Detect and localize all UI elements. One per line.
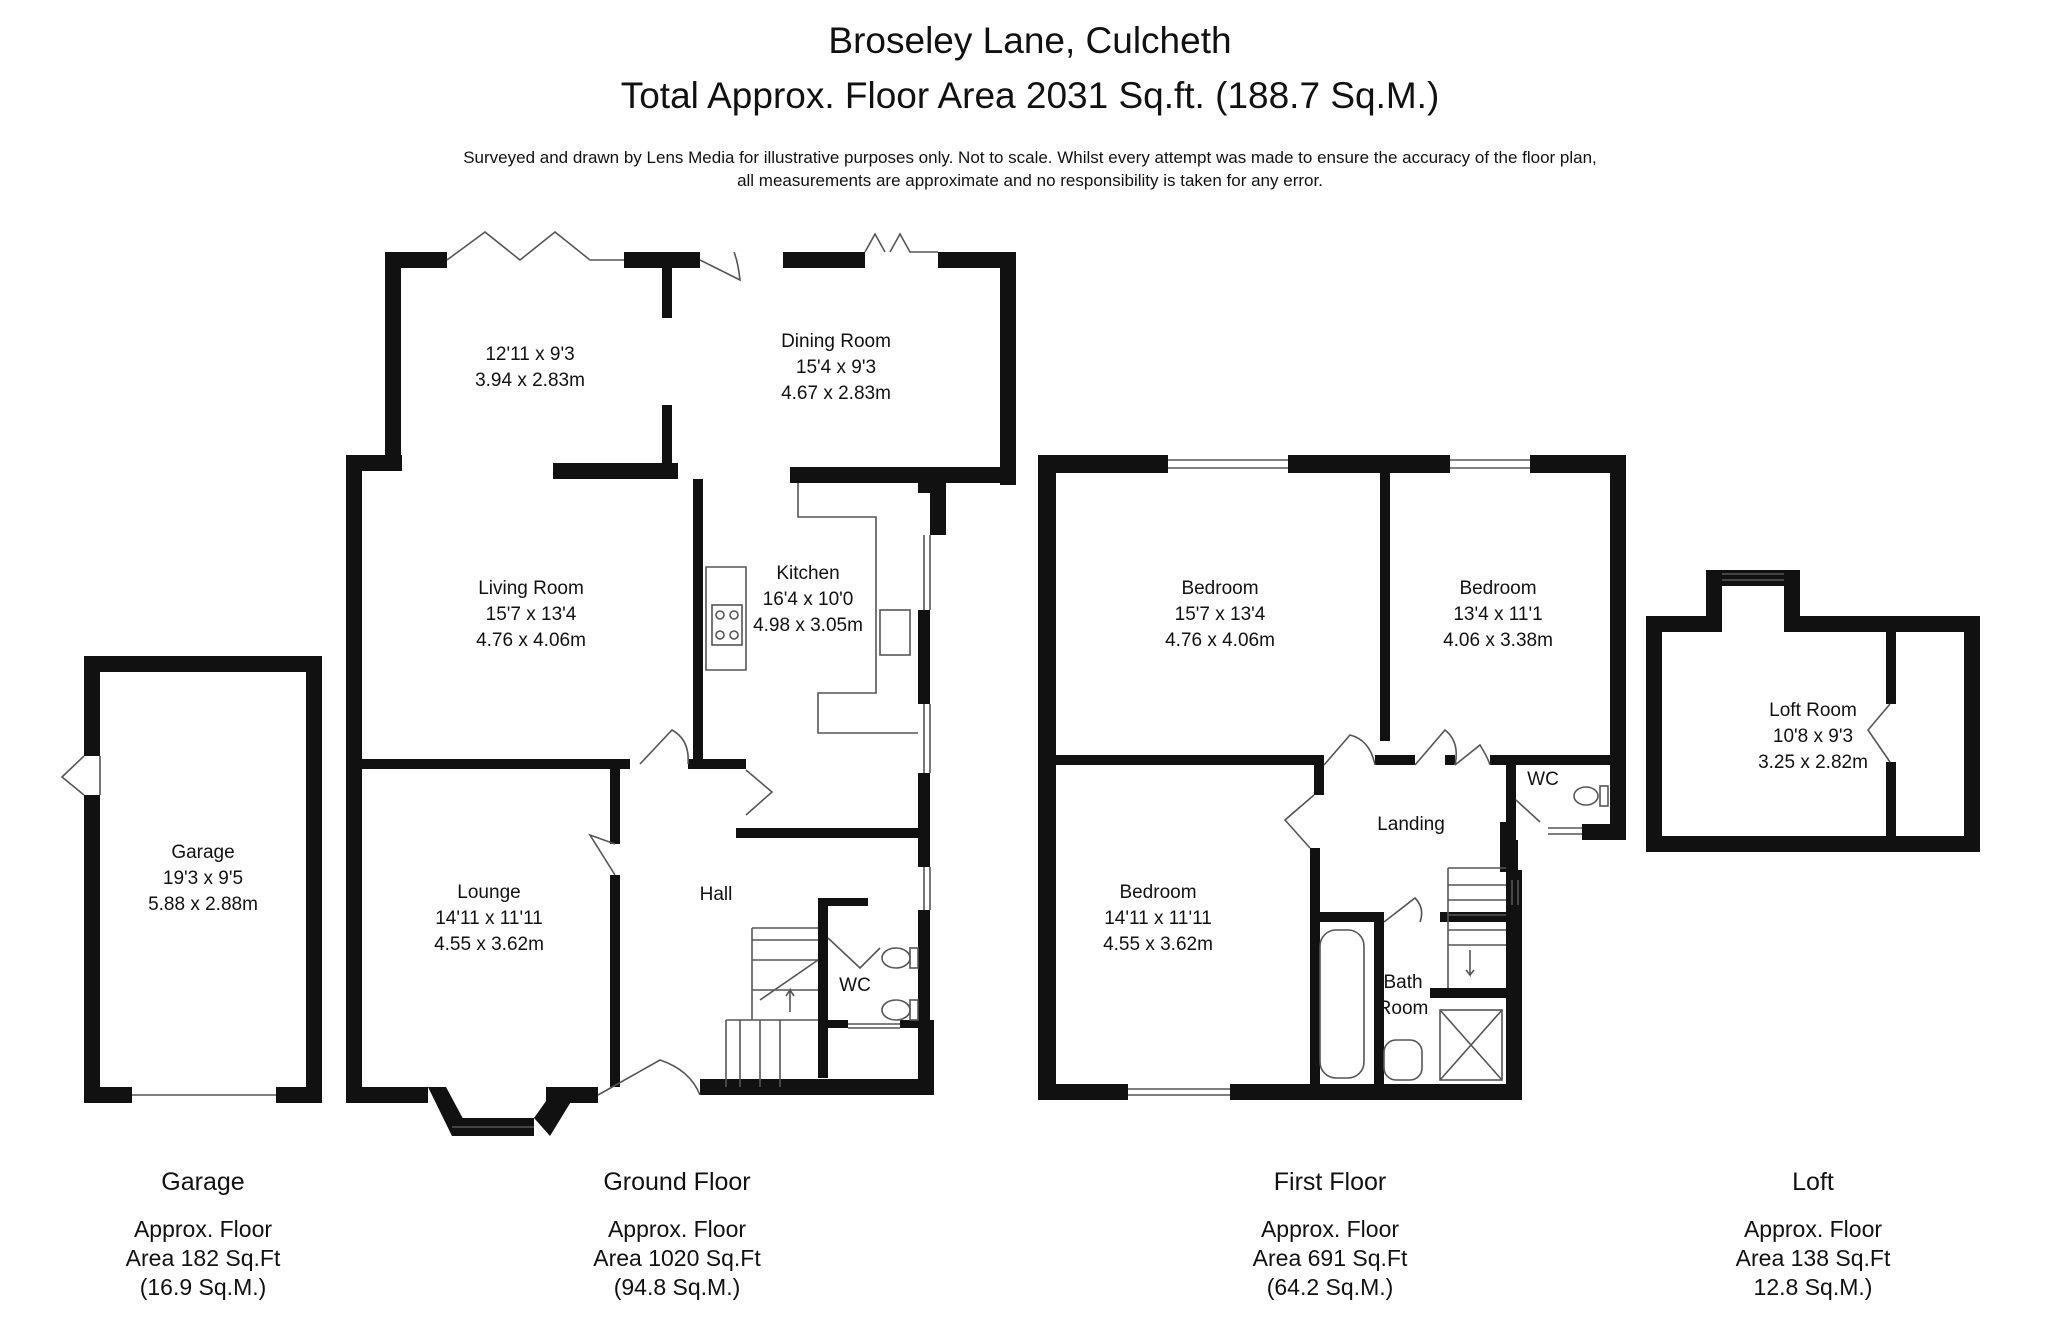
hall-label: Hall bbox=[700, 882, 733, 908]
room-size-imperial: 14'11 x 11'11 bbox=[435, 908, 543, 929]
room-name: WC bbox=[1527, 769, 1559, 790]
first-wc-label: WC bbox=[1527, 767, 1559, 793]
floor-label: Garage bbox=[161, 1168, 245, 1196]
total-area: Total Approx. Floor Area 2031 Sq.ft. (18… bbox=[620, 75, 1440, 116]
room-size-imperial: 15'7 x 13'4 bbox=[485, 604, 577, 625]
room-size-metric: 4.98 x 3.05m bbox=[753, 615, 863, 636]
room-size-imperial: 13'4 x 11'1 bbox=[1453, 604, 1543, 625]
disclaimer-line-1: Surveyed and drawn by Lens Media for ill… bbox=[463, 148, 1597, 167]
area-line-1: Approx. Floor bbox=[133, 1216, 273, 1242]
bedroom-2-label: Bedroom 13'4 x 11'1 4.06 x 3.38m bbox=[1443, 576, 1553, 654]
landing-label: Landing bbox=[1377, 812, 1445, 838]
area-line-3: (94.8 Sq.M.) bbox=[613, 1274, 741, 1300]
ground-floor-summary: Ground Floor Approx. Floor Area 1020 Sq.… bbox=[593, 1168, 761, 1302]
room-name: Bedroom bbox=[1181, 578, 1259, 599]
room-size-metric: 3.94 x 2.83m bbox=[475, 370, 585, 391]
room-size-metric: 4.06 x 3.38m bbox=[1443, 630, 1553, 651]
room-size-metric: 4.55 x 3.62m bbox=[434, 934, 544, 955]
area-line-1: Approx. Floor bbox=[1260, 1216, 1400, 1242]
area-line-2: Area 138 Sq.Ft bbox=[1735, 1245, 1891, 1271]
sunroom-label: 12'11 x 9'3 3.94 x 2.83m bbox=[475, 342, 585, 394]
room-size-imperial: 16'4 x 10'0 bbox=[762, 589, 854, 610]
kitchen-label: Kitchen 16'4 x 10'0 4.98 x 3.05m bbox=[753, 561, 863, 639]
area-line-1: Approx. Floor bbox=[607, 1216, 747, 1242]
room-name-line-2: Room bbox=[1377, 998, 1429, 1019]
room-size-imperial: 15'7 x 13'4 bbox=[1174, 604, 1266, 625]
dining-room-label: Dining Room 15'4 x 9'3 4.67 x 2.83m bbox=[781, 329, 891, 407]
lounge-label: Lounge 14'11 x 11'11 4.55 x 3.62m bbox=[434, 880, 544, 958]
loft-room-label: Loft Room 10'8 x 9'3 3.25 x 2.82m bbox=[1758, 698, 1868, 776]
room-size-imperial: 14'11 x 11'11 bbox=[1104, 908, 1212, 929]
room-name-line-1: Bath bbox=[1383, 972, 1423, 993]
room-name: Garage bbox=[171, 842, 235, 863]
garage-summary: Garage Approx. Floor Area 182 Sq.Ft (16.… bbox=[126, 1168, 281, 1302]
plan-title: Broseley Lane, Culcheth bbox=[828, 20, 1232, 61]
room-name: Hall bbox=[699, 884, 733, 905]
first-floor-walls bbox=[1038, 455, 1626, 1100]
room-size-metric: 4.76 x 4.06m bbox=[476, 630, 586, 651]
room-name: Bedroom bbox=[1119, 882, 1197, 903]
room-size-imperial: 15'4 x 9'3 bbox=[795, 357, 877, 378]
first-floor-summary: First Floor Approx. Floor Area 691 Sq.Ft… bbox=[1253, 1168, 1408, 1302]
room-size-metric: 5.88 x 2.88m bbox=[148, 894, 258, 915]
room-name: Kitchen bbox=[776, 563, 840, 584]
floor-label: First Floor bbox=[1273, 1168, 1387, 1196]
room-name: Landing bbox=[1377, 814, 1445, 835]
room-name: WC bbox=[839, 975, 871, 996]
room-size-metric: 4.55 x 3.62m bbox=[1103, 934, 1213, 955]
area-line-2: Area 691 Sq.Ft bbox=[1252, 1245, 1408, 1271]
area-line-3: (16.9 Sq.M.) bbox=[139, 1274, 267, 1300]
room-name: Lounge bbox=[457, 882, 521, 903]
room-name: Dining Room bbox=[781, 331, 891, 352]
ground-floor-walls bbox=[346, 252, 1016, 1136]
room-size-imperial: 19'3 x 9'5 bbox=[162, 868, 244, 889]
floor-label: Loft bbox=[1792, 1168, 1834, 1196]
area-line-2: Area 1020 Sq.Ft bbox=[593, 1245, 761, 1271]
room-name: Bedroom bbox=[1459, 578, 1537, 599]
room-size-metric: 3.25 x 2.82m bbox=[1758, 752, 1868, 773]
bedroom-1-label: Bedroom 15'7 x 13'4 4.76 x 4.06m bbox=[1165, 576, 1275, 654]
area-line-3: 12.8 Sq.M.) bbox=[1753, 1274, 1873, 1300]
garage-label: Garage 19'3 x 9'5 5.88 x 2.88m bbox=[148, 840, 258, 918]
room-name: Living Room bbox=[478, 578, 584, 599]
ground-wc-label: WC bbox=[839, 973, 871, 999]
loft-summary: Loft Approx. Floor Area 138 Sq.Ft 12.8 S… bbox=[1736, 1168, 1891, 1302]
room-name: Loft Room bbox=[1769, 700, 1857, 721]
room-size-metric: 4.76 x 4.06m bbox=[1165, 630, 1275, 651]
area-line-1: Approx. Floor bbox=[1743, 1216, 1883, 1242]
room-size-metric: 4.67 x 2.83m bbox=[781, 383, 891, 404]
bathroom-label: Bath Room bbox=[1378, 970, 1429, 1022]
area-line-2: Area 182 Sq.Ft bbox=[125, 1245, 281, 1271]
bedroom-3-label: Bedroom 14'11 x 11'11 4.55 x 3.62m bbox=[1103, 880, 1213, 958]
disclaimer-line-2: all measurements are approximate and no … bbox=[737, 171, 1323, 190]
living-room-label: Living Room 15'7 x 13'4 4.76 x 4.06m bbox=[476, 576, 586, 654]
room-size-imperial: 12'11 x 9'3 bbox=[485, 344, 575, 365]
area-line-3: (64.2 Sq.M.) bbox=[1266, 1274, 1394, 1300]
room-size-imperial: 10'8 x 9'3 bbox=[1772, 726, 1854, 747]
floor-label: Ground Floor bbox=[603, 1168, 751, 1196]
garage-walls bbox=[84, 656, 322, 1103]
